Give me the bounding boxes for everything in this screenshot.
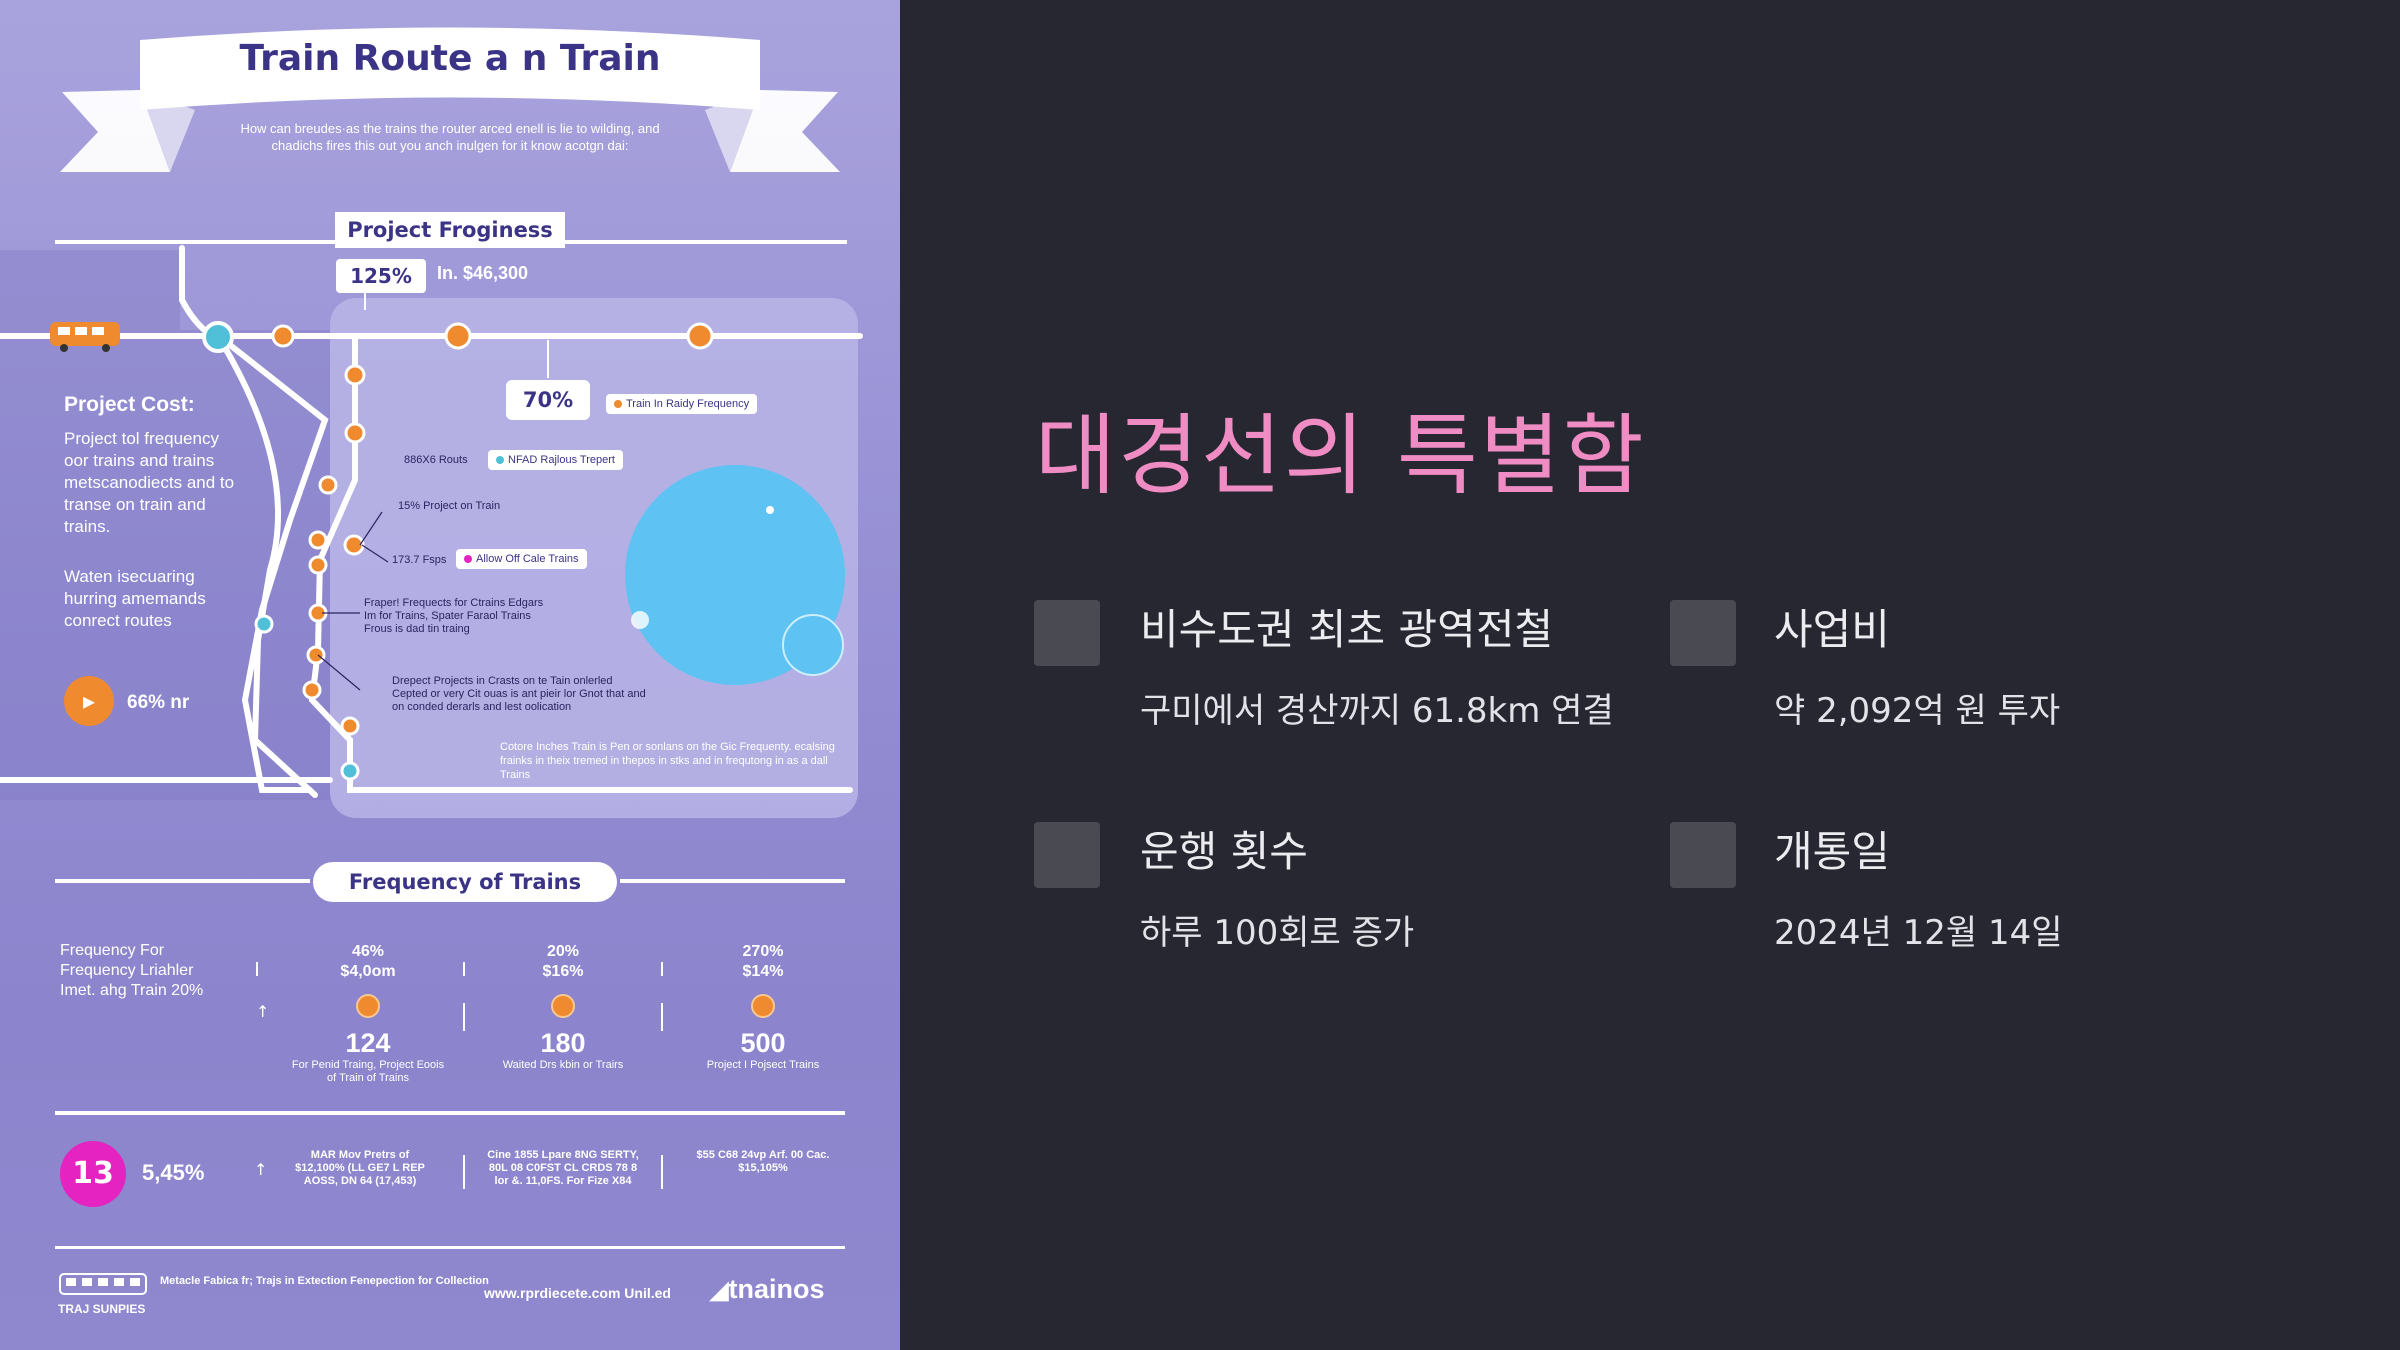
teal-dot-icon — [496, 456, 504, 465]
project-cost-heading: Project Cost: — [64, 393, 195, 416]
project-train-note: 15% Project on Train — [398, 500, 501, 512]
column-amount: $16% — [542, 963, 584, 980]
slide-heading: 대경선의 특별함 — [1035, 404, 1646, 507]
project-cost-text: Project tol frequency oor trains and tra… — [64, 429, 235, 536]
megaphone-value: 66% nr — [127, 692, 190, 713]
footer-brand: ◢tnainos — [710, 1274, 824, 1305]
nfad-tag-label: NFAD Rajlous Trepert — [508, 454, 615, 466]
bottom-column-text: MAR Mov Pretrs of $12,100% (LL GE7 L REP… — [295, 1149, 425, 1187]
footer-url[interactable]: www.rprdiecete.com Unil.ed — [484, 1285, 671, 1301]
bottom-column-text: $55 C68 24vp Arf. 00 Cac. $15,105% — [696, 1149, 830, 1174]
infographic-title: Train Route a n Train — [239, 38, 661, 79]
feature-icon-box — [1670, 822, 1736, 888]
orange-dot-icon — [614, 400, 622, 409]
column-pct: 270% — [742, 943, 784, 960]
route-label: 886X6 Routs — [404, 454, 468, 466]
frequency-left-text: Frequency For Frequency Lriahler Imet. a… — [60, 942, 204, 999]
column-caption: Waited Drs kbin or Trairs — [502, 1059, 624, 1071]
bottom-column-text: Cine 1855 Lpare 8NG SERTY, 80L 08 C0FST … — [487, 1149, 639, 1187]
train-logo-icon — [59, 1273, 147, 1295]
feature-title: 운행 횟수 — [1140, 827, 1308, 876]
column-pct: 20% — [546, 943, 580, 960]
orange-marker-icon — [751, 994, 775, 1018]
brand-mark-icon: ◢ — [710, 1277, 729, 1304]
drepect-note: Drepect Projects in Crasts on te Tain on… — [392, 675, 646, 713]
feature-icon-box — [1034, 600, 1100, 666]
infographic-panel: Train Route a n Train How can breudes·as… — [0, 0, 900, 1350]
divider — [463, 962, 465, 976]
divider — [661, 1155, 663, 1189]
frequency-column: 270% $14% 500 Project I Pojsect Trains — [683, 942, 843, 1072]
feature-desc: 구미에서 경산까지 61.8km 연결 — [1140, 691, 1614, 731]
frequent-note: Fraper! Frequects for Ctrains Edgars Im … — [364, 597, 544, 635]
infographic-subtitle: How can breudes·as the trains the router… — [240, 121, 660, 153]
column-big-value: 180 — [540, 1028, 586, 1058]
feature-title: 비수도권 최초 광역전철 — [1140, 605, 1554, 654]
column-amount: $4,0om — [340, 963, 396, 980]
divider — [256, 962, 258, 976]
feature-title: 사업비 — [1774, 605, 1890, 654]
feature-desc: 약 2,092억 원 투자 — [1774, 691, 2061, 731]
feature-icon-box — [1034, 822, 1100, 888]
progress-percent-badge: 125% — [336, 259, 426, 293]
footer-brand-label: tnainos — [728, 1274, 825, 1304]
feature-title: 개통일 — [1774, 827, 1890, 876]
frequency-heading: Frequency of Trains — [313, 862, 617, 902]
bottom-map-note: Cotore Inches Train is Pen or sonlans on… — [500, 741, 835, 781]
project-progress-label: Project Froginess — [335, 212, 565, 248]
column-amount: $14% — [742, 963, 784, 980]
megaphone-icon: ▸ — [64, 676, 114, 726]
fps-label: 173.7 Fsps — [392, 554, 447, 566]
routes-warning-text: Waten isecuaring hurring amemands conrec… — [64, 567, 206, 630]
column-big-value: 500 — [740, 1028, 786, 1058]
frequency-tag-label: Train In Raidy Frequency — [626, 398, 750, 410]
nfad-tag: NFAD Rajlous Trepert — [488, 450, 623, 470]
column-big-value: 124 — [345, 1028, 391, 1058]
arrow-up-icon: ↑ — [254, 1160, 268, 1179]
divider — [463, 1155, 465, 1189]
arrow-up-icon: ↑ — [256, 1002, 270, 1021]
magenta-badge: 13 — [60, 1141, 126, 1207]
column-pct: 46% — [351, 943, 385, 960]
orange-marker-icon — [356, 994, 380, 1018]
feature-icon-box — [1670, 600, 1736, 666]
column-caption: For Penid Traing, Project Eoois of Train… — [291, 1059, 445, 1084]
column-caption: Project I Pojsect Trains — [706, 1059, 820, 1071]
footer-logo-text: TRAJ SUNPIES — [58, 1302, 146, 1316]
footer-description: Metacle Fabica fr; Trajs in Extection Fe… — [160, 1275, 489, 1287]
divider — [463, 1003, 465, 1031]
pink-dot-icon — [464, 555, 472, 564]
orange-marker-icon — [551, 994, 575, 1018]
infographic-graphics — [0, 27, 863, 1249]
frequency-tag: Train In Raidy Frequency — [606, 394, 758, 414]
magenta-value: 5,45% — [142, 1160, 205, 1185]
progress-cost-label: In. $46,300 — [437, 263, 529, 283]
feature-desc: 하루 100회로 증가 — [1140, 913, 1415, 953]
allow-tag-label: Allow Off Cale Trains — [476, 553, 579, 565]
feature-desc: 2024년 12월 14일 — [1774, 913, 2063, 953]
divider — [661, 962, 663, 976]
frequency-column: 46% $4,0om 124 For Penid Traing, Project… — [288, 942, 448, 1085]
divider — [661, 1003, 663, 1031]
frequency-column: 20% $16% 180 Waited Drs kbin or Trairs — [483, 942, 643, 1072]
seventy-percent-badge: 70% — [506, 380, 590, 420]
allow-tag: Allow Off Cale Trains — [456, 549, 587, 569]
